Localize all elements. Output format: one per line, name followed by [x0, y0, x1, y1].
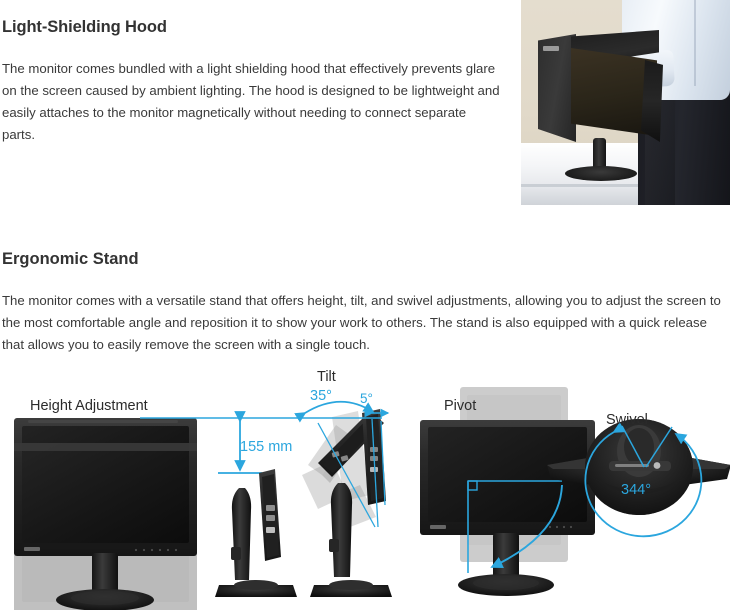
tilt-angle-callout	[282, 400, 390, 528]
diagram-value-tilt-forward: 5°	[360, 391, 373, 406]
photo-hood-front-flap	[641, 60, 663, 142]
photo-hood-brand-logo	[543, 46, 559, 51]
height-adjustment-monitor-side	[215, 469, 297, 597]
stand-adjustment-diagram: Height Adjustment Tilt Pivot Swivel 155 …	[0, 355, 730, 610]
tilt-monitor-group	[302, 409, 392, 597]
diagram-label-swivel: Swivel	[606, 412, 648, 428]
diagram-value-swivel-range: 344°	[621, 482, 651, 498]
diagram-label-tilt: Tilt	[317, 369, 336, 385]
diagram-value-tilt-back: 35°	[310, 388, 332, 404]
pivot-rotation-callout	[467, 480, 563, 573]
hood-section-body: The monitor comes bundled with a light s…	[2, 61, 500, 143]
height-dimension-callout	[140, 411, 282, 474]
hood-photo	[521, 0, 730, 205]
photo-monitor-stand-neck	[593, 138, 606, 170]
swivel-arc-callout	[584, 422, 703, 538]
hood-section-title: Light-Shielding Hood	[2, 17, 167, 36]
stand-section-body: The monitor comes with a versatile stand…	[2, 293, 721, 353]
stand-section-title: Ergonomic Stand	[2, 249, 139, 268]
height-adjustment-monitor-front	[14, 418, 197, 610]
photo-monitor-stand-base	[565, 166, 637, 181]
diagram-svg	[14, 387, 730, 610]
diagram-value-height-travel: 155 mm	[240, 439, 293, 455]
pivot-monitor-group	[420, 387, 595, 596]
diagram-label-height-adjustment: Height Adjustment	[30, 398, 148, 414]
photo-hood-left-panel	[538, 34, 576, 142]
photo-shirt-fold	[694, 0, 696, 86]
diagram-label-pivot: Pivot	[444, 398, 477, 414]
photo-desk-edge	[521, 184, 730, 187]
